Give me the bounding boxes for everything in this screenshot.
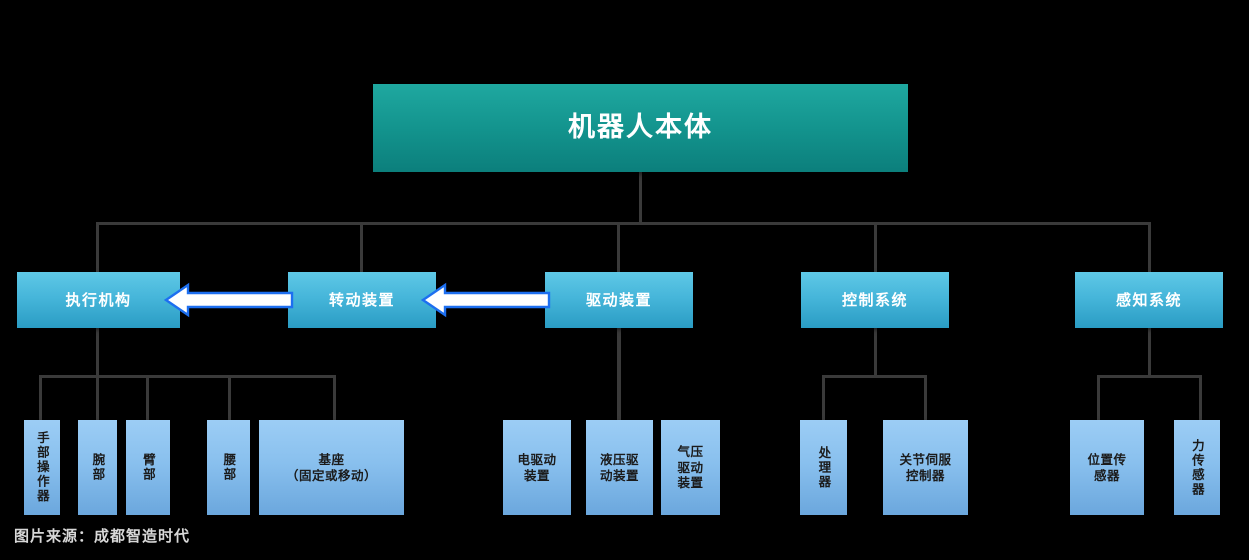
connector-drop-control-system xyxy=(874,222,877,274)
arrow-drive-to-rotating xyxy=(421,282,551,318)
node-position-sensor[interactable]: 位置传 感器 xyxy=(1070,420,1144,515)
source-note: 图片来源：成都智造时代 xyxy=(14,527,191,545)
node-label: 执行机构 xyxy=(65,290,132,309)
connector-root-bus xyxy=(96,222,1151,225)
node-rotating-device[interactable]: 转动装置 xyxy=(288,272,436,328)
node-arm[interactable]: 臂部 xyxy=(126,420,170,515)
node-label: 感知系统 xyxy=(1115,290,1182,309)
node-hand-manipulator[interactable]: 手部操作器 xyxy=(24,420,60,515)
node-waist[interactable]: 腰部 xyxy=(207,420,250,515)
node-label: 转动装置 xyxy=(328,290,395,309)
node-label: 位置传 感器 xyxy=(1087,451,1127,483)
connector-actuator-bus xyxy=(39,375,336,378)
node-label: 腰部 xyxy=(221,453,237,482)
connector-drop-perception-system xyxy=(1148,222,1151,274)
node-label: 手部操作器 xyxy=(34,431,50,504)
connector-control-system-stem xyxy=(874,328,877,377)
connector-drop-joint-servo-controller xyxy=(924,375,927,421)
connector-control-system-bus xyxy=(822,375,927,378)
node-hydraulic-drive[interactable]: 液压驱 动装置 xyxy=(586,420,653,515)
node-actuator[interactable]: 执行机构 xyxy=(17,272,180,328)
node-processor[interactable]: 处理器 xyxy=(800,420,847,515)
node-label: 驱动装置 xyxy=(585,290,652,309)
connector-drop-wrist xyxy=(96,375,99,421)
node-label: 腕部 xyxy=(90,453,106,482)
node-robot-body[interactable]: 机器人本体 xyxy=(373,84,908,172)
node-label: 关节伺服 控制器 xyxy=(899,451,952,483)
node-label: 液压驱 动装置 xyxy=(599,451,639,483)
connector-drop-rotating-device xyxy=(360,222,363,274)
arrow-rotating-to-actuator xyxy=(164,282,294,318)
node-control-system[interactable]: 控制系统 xyxy=(801,272,949,328)
node-pneumatic-drive[interactable]: 气压 驱动 装置 xyxy=(661,420,720,515)
connector-drive-device-stem xyxy=(617,328,621,421)
node-wrist[interactable]: 腕部 xyxy=(78,420,117,515)
connector-drop-hand-manipulator xyxy=(39,375,42,421)
connector-drop-drive-device xyxy=(617,222,620,274)
connector-drop-position-sensor xyxy=(1097,375,1100,421)
node-label: 臂部 xyxy=(140,453,156,482)
node-drive-device[interactable]: 驱动装置 xyxy=(545,272,693,328)
connector-drop-actuator xyxy=(96,222,99,274)
connector-actuator-stem xyxy=(96,328,99,377)
node-label: 机器人本体 xyxy=(568,112,713,144)
connector-drop-base xyxy=(333,375,336,421)
connector-drop-waist xyxy=(228,375,231,421)
node-joint-servo-controller[interactable]: 关节伺服 控制器 xyxy=(883,420,968,515)
node-label: 气压 驱动 装置 xyxy=(677,444,704,491)
connector-drop-processor xyxy=(822,375,825,421)
node-label: 控制系统 xyxy=(841,290,908,309)
node-label: 力传感器 xyxy=(1189,438,1205,497)
node-force-sensor[interactable]: 力传感器 xyxy=(1174,420,1220,515)
connector-perception-system-stem xyxy=(1148,328,1151,377)
connector-drop-arm xyxy=(146,375,149,421)
node-label: 电驱动 装置 xyxy=(517,451,557,483)
node-perception-system[interactable]: 感知系统 xyxy=(1075,272,1223,328)
node-electric-drive[interactable]: 电驱动 装置 xyxy=(503,420,571,515)
node-label: 基座 （固定或移动） xyxy=(285,451,377,483)
connector-root-stem xyxy=(639,172,642,224)
node-label: 处理器 xyxy=(816,445,832,490)
connector-perception-system-bus xyxy=(1097,375,1202,378)
connector-drop-force-sensor xyxy=(1199,375,1202,421)
node-base[interactable]: 基座 （固定或移动） xyxy=(259,420,404,515)
